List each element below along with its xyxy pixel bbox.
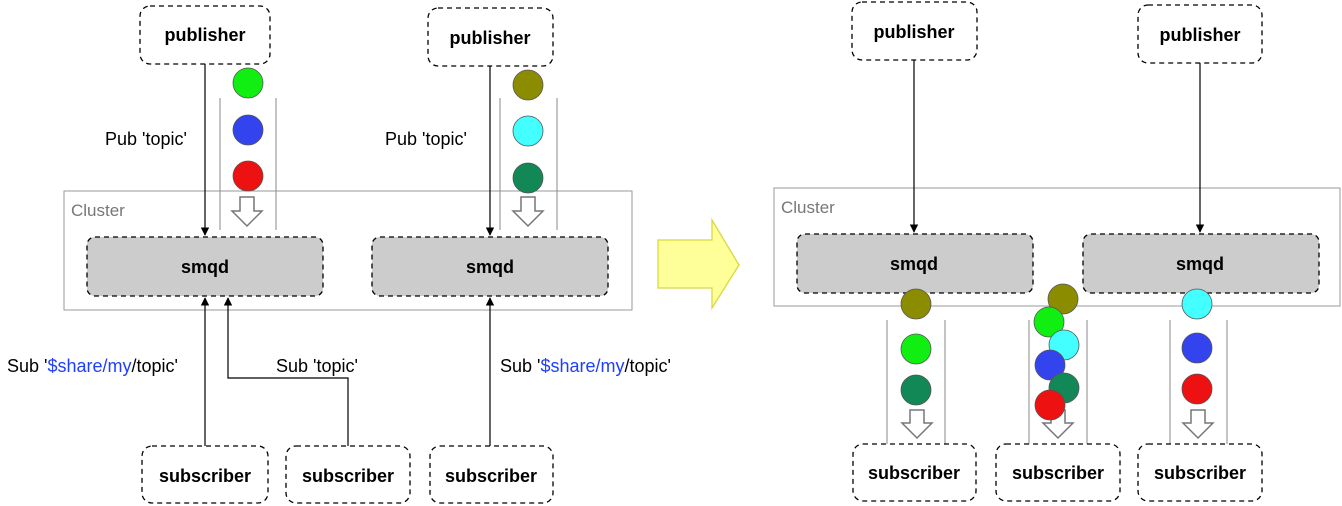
transition-arrow-icon — [657, 217, 740, 311]
sub-label: Sub 'topic' — [276, 356, 358, 376]
message-dot — [1034, 389, 1066, 421]
flow-arrow-icon — [511, 196, 545, 228]
message-dot — [232, 67, 264, 99]
smqd-node — [371, 236, 609, 297]
node-label: smqd — [466, 257, 514, 277]
subscriber-box — [429, 445, 554, 504]
subscriber-box — [995, 443, 1121, 502]
message-dot — [1047, 283, 1079, 315]
message-dot — [900, 374, 932, 406]
subscriber-label: subscriber — [159, 466, 251, 486]
publisher-label: publisher — [1159, 25, 1240, 45]
message-dot — [1033, 306, 1065, 338]
share-group: $share/my — [540, 356, 624, 376]
left-diagram: Cluster publisher publisher Pub 'topic' … — [7, 5, 671, 504]
node-label: smqd — [890, 254, 938, 274]
subscriber-box — [852, 443, 977, 502]
publisher-label: publisher — [449, 28, 530, 48]
sub-label-shared: Sub '$share/my/topic' — [500, 356, 671, 376]
message-dot — [512, 69, 544, 101]
message-dot — [900, 333, 932, 365]
message-dot — [900, 288, 932, 320]
pub-label: Pub 'topic' — [385, 129, 467, 149]
flow-arrow-icon — [230, 196, 264, 228]
flow-arrow-icon — [900, 409, 934, 440]
subscriber-box — [141, 445, 269, 504]
subscriber-box — [285, 445, 411, 504]
subscriber-label: subscriber — [1154, 463, 1246, 483]
cluster-label: Cluster — [71, 201, 125, 220]
node-label: smqd — [1176, 254, 1224, 274]
flow-arrow-icon — [1041, 409, 1075, 440]
share-group: $share/my — [47, 356, 131, 376]
message-dot — [512, 115, 544, 147]
message-dot — [1181, 288, 1213, 320]
subscriber-box — [1137, 443, 1263, 502]
message-dot — [1181, 373, 1213, 405]
smqd-node — [86, 236, 324, 297]
message-dot — [1034, 349, 1066, 381]
message-dot — [512, 162, 544, 194]
message-dot — [232, 160, 264, 192]
sub-label-shared: Sub '$share/my/topic' — [7, 356, 178, 376]
subscriber-label: subscriber — [445, 466, 537, 486]
subscriber-label: subscriber — [1012, 463, 1104, 483]
message-dot — [1181, 332, 1213, 364]
subscriber-label: subscriber — [868, 463, 960, 483]
cluster-box — [63, 190, 633, 311]
subscribe-arrow — [223, 297, 349, 446]
message-dot — [232, 114, 264, 146]
pub-label: Pub 'topic' — [105, 129, 187, 149]
publisher-label: publisher — [164, 25, 245, 45]
node-label: smqd — [181, 257, 229, 277]
flow-arrow-icon — [1181, 409, 1215, 440]
publisher-label: publisher — [873, 22, 954, 42]
subscriber-label: subscriber — [302, 466, 394, 486]
right-diagram: Cluster publisher publisher smqd smqd su… — [773, 1, 1341, 502]
cluster-label: Cluster — [781, 198, 835, 217]
